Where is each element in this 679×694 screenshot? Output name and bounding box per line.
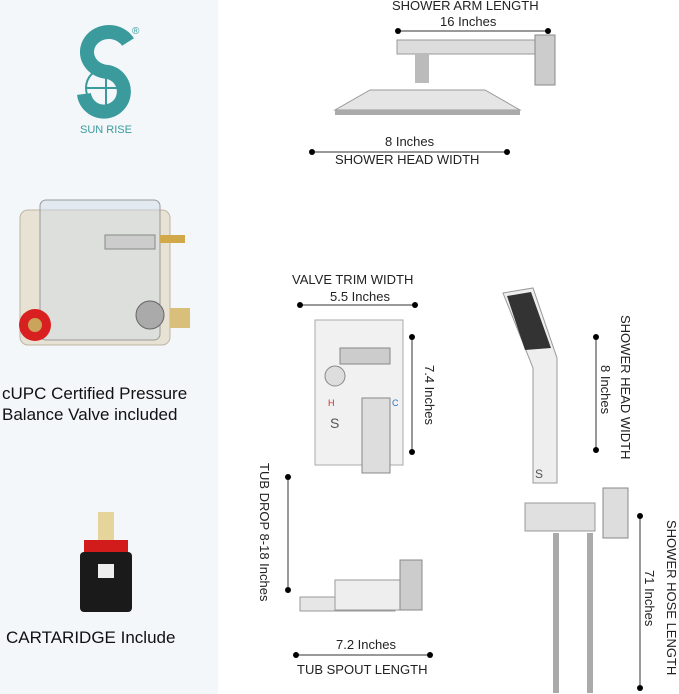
svg-text:S: S: [330, 415, 339, 431]
hand-head-width-value: 8 Inches: [598, 365, 613, 415]
svg-text:H: H: [328, 398, 335, 408]
shower-head-image: [333, 34, 556, 115]
spout-length-title: TUB SPOUT LENGTH: [297, 662, 428, 677]
hose-length-value: 71 Inches: [642, 570, 657, 627]
hand-head-width-title: SHOWER HEAD WIDTH: [618, 315, 633, 460]
pressure-valve-image: [19, 199, 190, 346]
cartridge-caption: CARTARIDGE Include: [6, 628, 176, 647]
svg-text:S: S: [535, 467, 543, 481]
valve-caption-line2: Balance Valve included: [2, 405, 178, 424]
valve-caption-line1: cUPC Certified Pressure: [2, 384, 188, 403]
trim-width-title: VALVE TRIM WIDTH: [292, 272, 414, 287]
spout-length-value: 7.2 Inches: [336, 637, 396, 652]
arm-dimension-line: [285, 28, 643, 691]
hose-length-title: SHOWER HOSE LENGTH: [664, 520, 679, 676]
valve-trim-image: H C S: [314, 319, 404, 474]
hand-shower-image: S: [502, 287, 629, 693]
cartridge-image: [80, 512, 132, 612]
svg-text:C: C: [392, 398, 399, 408]
tub-spout-image: [299, 559, 423, 612]
arm-length-title: SHOWER ARM LENGTH: [392, 0, 539, 13]
tub-drop-title: TUB DROP 8-18 Inches: [257, 463, 272, 602]
head-width-value: 8 Inches: [385, 134, 435, 149]
sunrise-logo: [77, 25, 134, 119]
brand-name: SUN RISE: [80, 124, 132, 136]
trim-width-value: 5.5 Inches: [330, 289, 390, 304]
head-width-title: SHOWER HEAD WIDTH: [335, 152, 480, 167]
arm-length-value: 16 Inches: [440, 14, 497, 29]
trim-height-value: 7.4 Inches: [422, 365, 437, 425]
registered-mark: ®: [132, 26, 140, 37]
